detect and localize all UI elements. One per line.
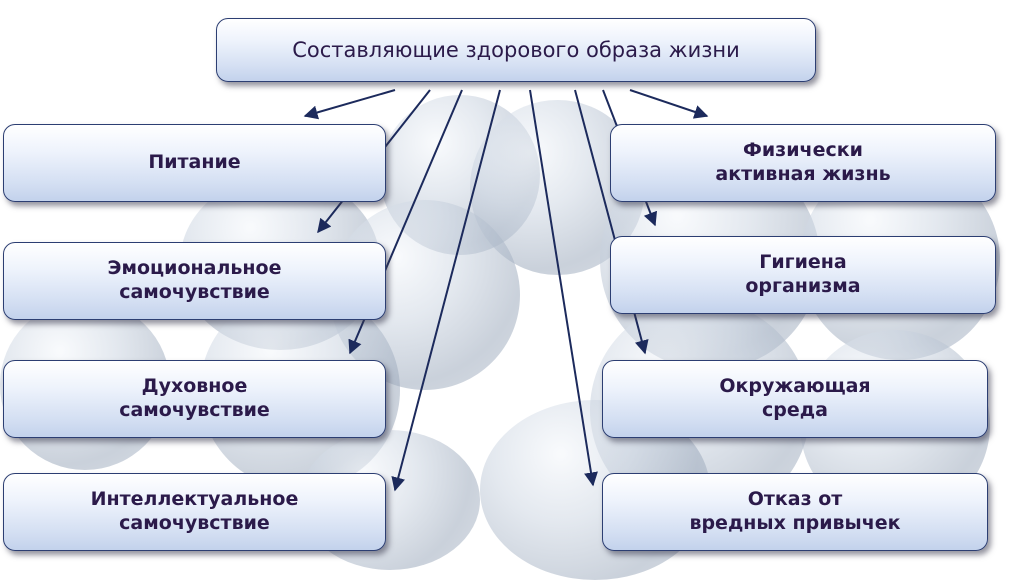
box-spiritual-wellbeing: Духовное самочувствие — [3, 360, 386, 438]
box-nutrition: Питание — [3, 124, 386, 202]
box-bad-habits: Отказ от вредных привычек — [602, 473, 988, 551]
box-spiritual-wellbeing-label: Духовное самочувствие — [119, 375, 270, 423]
box-environment: Окружающая среда — [602, 360, 988, 438]
box-emotional-wellbeing: Эмоциональное самочувствие — [3, 242, 386, 320]
box-physical-activity-label: Физически активная жизнь — [715, 139, 890, 187]
box-physical-activity: Физически активная жизнь — [610, 124, 996, 202]
box-hygiene-label: Гигиена организма — [745, 251, 860, 299]
diagram-title: Составляющие здорового образа жизни — [292, 37, 740, 63]
arrow-to-intellectual — [395, 90, 500, 490]
box-emotional-wellbeing-label: Эмоциональное самочувствие — [108, 257, 282, 305]
box-hygiene: Гигиена организма — [610, 236, 996, 314]
arrow-to-pitanie — [305, 90, 395, 116]
arrow-to-physical — [630, 90, 707, 116]
title-box: Составляющие здорового образа жизни — [216, 18, 816, 82]
box-intellectual-wellbeing-label: Интеллектуальное самочувствие — [91, 488, 299, 536]
box-nutrition-label: Питание — [148, 151, 240, 175]
box-intellectual-wellbeing: Интеллектуальное самочувствие — [3, 473, 386, 551]
box-environment-label: Окружающая среда — [719, 375, 870, 423]
arrow-to-habits — [530, 90, 593, 485]
box-bad-habits-label: Отказ от вредных привычек — [689, 488, 900, 536]
